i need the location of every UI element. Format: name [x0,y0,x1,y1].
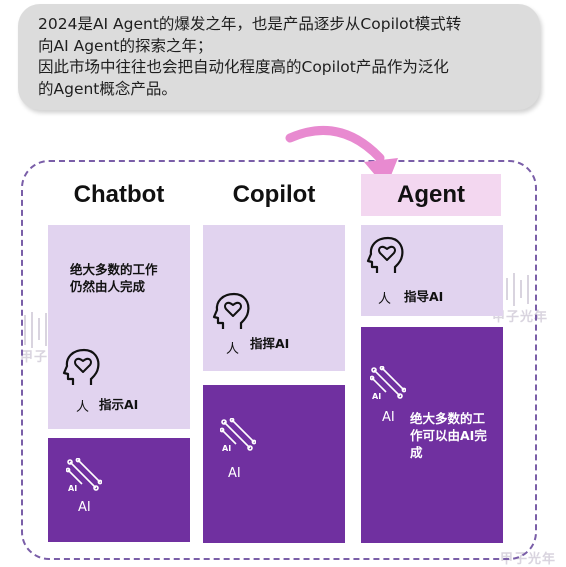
chatbot-human-action: 指示AI [99,397,139,412]
copilot-human-label: 人 [226,342,240,357]
agent-human-label: 人 [378,292,392,307]
dashed-container [21,160,537,560]
bubble-text: 2024是AI Agent的爆发之年，也是产品逐步从Copilot模式转 向AI… [38,15,462,98]
chatbot-human-panel [48,225,190,429]
copilot-ai-panel [203,385,345,543]
svg-text:AI: AI [222,444,231,452]
copilot-ai-label: AI [228,466,241,481]
svg-text:AI: AI [372,392,381,400]
speech-bubble [18,4,540,110]
chatbot-human-label: 人 [76,400,90,415]
copilot-human-action: 指挥AI [250,336,290,351]
agent-human-action: 指导AI [404,289,444,304]
chatbot-ai-panel [48,438,190,542]
circuit-ai-icon: AI [370,366,406,400]
chatbot-ai-label: AI [78,500,91,515]
agent-ai-description: 绝大多数的工 作可以由AI完 成 [410,411,487,460]
column-title-copilot: Copilot [203,174,345,216]
curved-arrow-icon [285,125,398,188]
agent-ai-label: AI [382,410,395,425]
column-title-chatbot: Chatbot [48,174,190,216]
chatbot-description: 绝大多数的工作 仍然由人完成 [70,262,158,294]
circuit-ai-icon: AI [66,458,102,492]
agent-ai-panel [361,327,503,543]
svg-text:AI: AI [68,484,77,492]
head-heart-icon [366,236,404,273]
copilot-human-panel [203,225,345,371]
column-title-agent: Agent [361,174,501,216]
head-heart-icon [62,348,100,385]
circuit-ai-icon: AI [220,418,256,452]
agent-human-panel [361,225,503,316]
head-heart-icon [212,292,250,329]
